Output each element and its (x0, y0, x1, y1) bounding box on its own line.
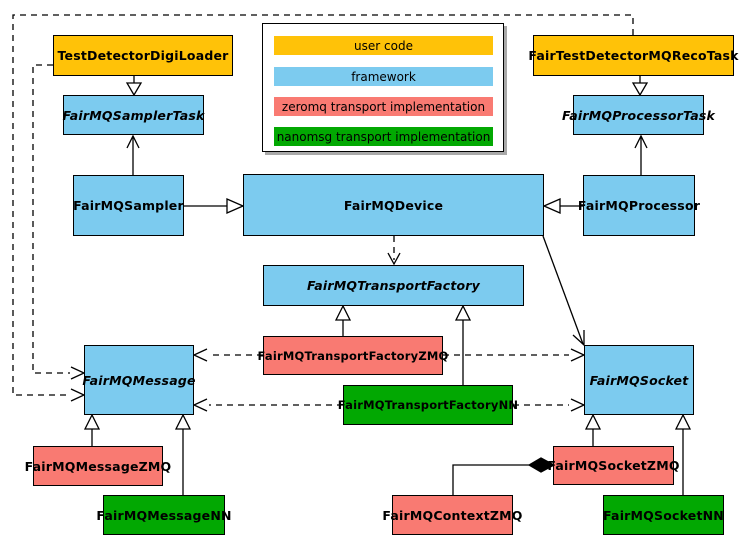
edge-socketnn-socket (674, 413, 692, 495)
legend-item-nanomsg: nanomsg transport implementation (274, 127, 493, 146)
node-fairmq-context-zmq: FairMQContextZMQ (382, 495, 522, 535)
edge-factoryzmq-factory (334, 304, 352, 336)
edge-digiloader-samplertask (125, 76, 143, 97)
node-fairmq-message: FairMQMessage (82, 345, 195, 415)
legend-item-user-code: user code (274, 36, 493, 55)
edge-processor-device (542, 198, 583, 214)
edge-sampler-device (184, 198, 245, 214)
node-fairmq-device: FairMQDevice (243, 174, 544, 236)
legend: user code framework zeromq transport imp… (262, 23, 504, 152)
node-fairmq-transport-factory-zmq: FairMQTransportFactoryZMQ (258, 336, 448, 375)
node-fairmq-socket: FairMQSocket (584, 345, 694, 415)
edge-contextzmq-socketzmq-composition (452, 457, 556, 495)
node-fairmq-processor: FairMQProcessor (578, 175, 700, 236)
legend-item-framework: framework (274, 67, 493, 86)
edge-messagenn-message (174, 413, 192, 495)
node-fairmq-sampler: FairMQSampler (73, 175, 184, 236)
node-fairmq-message-zmq: FairMQMessageZMQ (25, 446, 171, 486)
edge-messagezmq-message (83, 413, 101, 446)
edge-factorynn-factory (454, 304, 472, 385)
node-fairmq-transport-factory-nn: FairMQTransportFactoryNN (338, 385, 518, 425)
edge-digiloader-message-dashed (32, 64, 70, 374)
node-fairmq-processor-task: FairMQProcessorTask (562, 95, 715, 135)
node-fairmq-message-nn: FairMQMessageNN (96, 495, 231, 535)
edge-recotask-processortask (631, 76, 649, 97)
node-fairmq-sampler-task: FairMQSamplerTask (62, 95, 204, 135)
node-fair-test-detector-mq-reco-task: FairTestDetectorMQRecoTask (528, 35, 738, 76)
edge-recotask-message-dashed (12, 14, 634, 396)
edge-sampler-samplertask (126, 134, 140, 175)
legend-item-zeromq: zeromq transport implementation (274, 97, 493, 116)
node-test-detector-digi-loader: TestDetectorDigiLoader (53, 35, 233, 76)
edge-device-socket (542, 235, 585, 347)
edge-processor-processortask (634, 134, 648, 175)
edge-socketzmq-socket (584, 413, 602, 446)
node-fairmq-socket-zmq: FairMQSocketZMQ (547, 446, 679, 485)
node-fairmq-transport-factory: FairMQTransportFactory (263, 265, 524, 306)
node-fairmq-socket-nn: FairMQSocketNN (603, 495, 724, 535)
